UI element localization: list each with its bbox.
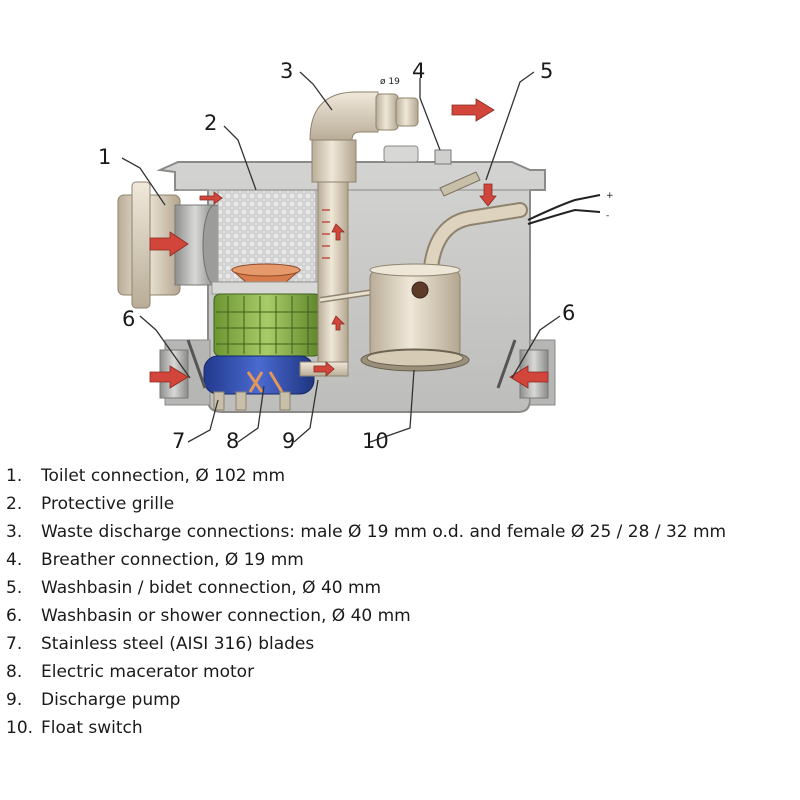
- legend-item: 5. Washbasin / bidet connection, Ø 40 mm: [0, 574, 800, 602]
- breather-connection: [383, 145, 452, 165]
- macerator-motor: [203, 355, 315, 395]
- callout-6-left: 6: [122, 307, 135, 331]
- legend-item: 4. Breather connection, Ø 19 mm: [0, 546, 800, 574]
- flow-arrow-outlet: [451, 98, 495, 122]
- parts-legend: 1. Toilet connection, Ø 102 mm 2. Protecti…: [0, 462, 800, 742]
- impeller-assembly: [213, 293, 321, 357]
- legend-item: 6. Washbasin or shower connection, Ø 40 m…: [0, 602, 800, 630]
- legend-item: 10. Float switch: [0, 714, 800, 742]
- blades: [213, 391, 291, 411]
- callout-6-right: 6: [562, 301, 575, 325]
- legend-number: 6.: [6, 606, 23, 626]
- legend-text: Float switch: [41, 718, 143, 738]
- legend-item: 8. Electric macerator motor: [0, 658, 800, 686]
- callout-9: 9: [282, 429, 295, 453]
- washbasin-inlet: [439, 171, 481, 197]
- legend-item: 1. Toilet connection, Ø 102 mm: [0, 462, 800, 490]
- legend-text: Discharge pump: [41, 690, 181, 710]
- legend-number: 3.: [6, 522, 23, 542]
- legend-number: 1.: [6, 466, 23, 486]
- flow-arrow-basin: [479, 183, 497, 207]
- flow-arrow-grille: [199, 191, 223, 205]
- callout-5: 5: [540, 59, 553, 83]
- callout-4: 4: [412, 59, 425, 83]
- flow-arrow-right-inlet: [509, 365, 549, 389]
- flow-arrow-left-inlet: [149, 365, 189, 389]
- legend-text: Washbasin or shower connection, Ø 40 mm: [41, 606, 411, 626]
- legend-number: 9.: [6, 690, 23, 710]
- legend-number: 7.: [6, 634, 23, 654]
- flow-arrows: [149, 98, 549, 389]
- legend-text: Breather connection, Ø 19 mm: [41, 550, 304, 570]
- toilet-connection: [117, 181, 228, 309]
- callout-2: 2: [204, 111, 217, 135]
- cable-minus-mark: -: [606, 211, 609, 221]
- legend-number: 2.: [6, 494, 23, 514]
- pipe-size-mark: ø 19: [380, 77, 400, 87]
- legend-text: Washbasin / bidet connection, Ø 40 mm: [41, 578, 382, 598]
- legend-number: 5.: [6, 578, 23, 598]
- legend-text: Toilet connection, Ø 102 mm: [41, 466, 286, 486]
- callout-1: 1: [98, 145, 111, 169]
- leader-lines: [121, 71, 561, 443]
- legend-item: 3. Waste discharge connections: male Ø 19…: [0, 518, 800, 546]
- flow-arrow-inlet: [149, 231, 189, 257]
- legend-text: Waste discharge connections: male Ø 19 m…: [41, 522, 727, 542]
- callout-8: 8: [226, 429, 239, 453]
- legend-text: Stainless steel (AISI 316) blades: [41, 634, 315, 654]
- callout-7: 7: [172, 429, 185, 453]
- power-cable: + -: [527, 191, 614, 225]
- legend-number: 8.: [6, 662, 23, 682]
- legend-number: 10.: [6, 718, 34, 738]
- cable-plus-mark: +: [606, 191, 614, 201]
- legend-item: 9. Discharge pump: [0, 686, 800, 714]
- callout-10: 10: [362, 429, 389, 453]
- callout-3: 3: [280, 59, 293, 83]
- legend-text: Electric macerator motor: [41, 662, 255, 682]
- legend-text: Protective grille: [41, 494, 175, 514]
- flow-arrow-riser: [331, 223, 345, 241]
- legend-item: 2. Protective grille: [0, 490, 800, 518]
- callout-numbers: 1 2 3 4 5 6 6 7 8 9 10: [98, 59, 575, 453]
- macerator-cutaway-diagram: ø 19 + -: [98, 59, 614, 453]
- flow-arrow-riser-lower: [331, 315, 345, 331]
- float-switch: [360, 202, 528, 372]
- flow-arrow-pump: [313, 361, 335, 377]
- legend-item: 7. Stainless steel (AISI 316) blades: [0, 630, 800, 658]
- legend-number: 4.: [6, 550, 23, 570]
